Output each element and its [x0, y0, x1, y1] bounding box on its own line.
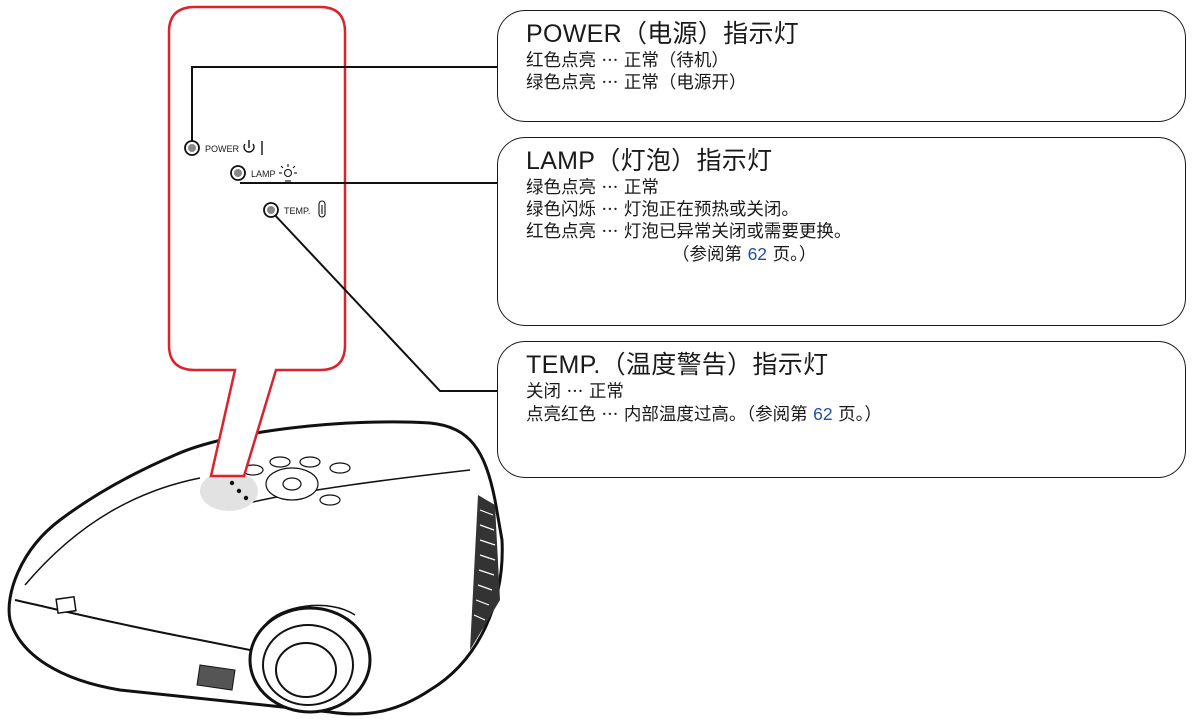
- projector-illustration: [7, 420, 504, 716]
- lamp-icon: [279, 164, 297, 182]
- leader-lines: [191, 66, 497, 392]
- reference-prefix: （参阅第: [672, 245, 748, 265]
- temp-callout-title: TEMP.（温度警告）指示灯: [526, 351, 829, 379]
- page-number-link[interactable]: 62: [813, 404, 833, 424]
- lamp-indicator-callout: LAMP（灯泡）指示灯 绿色点亮 ··· 正常 绿色闪烁 ··· 灯泡正在预热或…: [497, 137, 1186, 326]
- power-callout-line: 红色点亮 ··· 正常（待机）: [526, 51, 729, 71]
- thermometer-icon: [318, 200, 326, 218]
- power-panel-label: POWER: [205, 144, 240, 154]
- magnifier-highlight: [167, 5, 347, 478]
- reference-suffix: 页。）: [832, 405, 882, 425]
- power-callout-title: POWER（电源）指示灯: [526, 20, 800, 48]
- page-number-link[interactable]: 62: [747, 244, 768, 264]
- temp-warning-text: 点亮红色 ··· 内部温度过高。（参阅第: [526, 405, 814, 425]
- temp-indicator: TEMP.: [263, 200, 326, 218]
- temp-indicator-callout: TEMP.（温度警告）指示灯 关闭 ··· 正常 点亮红色 ··· 内部温度过高…: [497, 341, 1186, 478]
- lamp-callout-line: 绿色点亮 ··· 正常: [526, 178, 659, 198]
- lamp-callout-line: 绿色闪烁 ··· 灯泡正在预热或关闭。: [526, 200, 799, 220]
- lamp-page-reference: （参阅第 62 页。）: [526, 243, 1185, 266]
- lamp-callout-title: LAMP（灯泡）指示灯: [526, 147, 773, 175]
- power-indicator-callout: POWER（电源）指示灯 红色点亮 ··· 正常（待机） 绿色点亮 ··· 正常…: [497, 10, 1186, 122]
- temp-panel-label: TEMP.: [284, 206, 310, 216]
- power-callout-line: 绿色点亮 ··· 正常（电源开）: [526, 73, 747, 93]
- temp-callout-line: 点亮红色 ··· 内部温度过高。（参阅第 62 页。）: [526, 403, 1185, 426]
- temp-callout-line: 关闭 ··· 正常: [526, 382, 624, 402]
- lamp-panel-label: LAMP: [251, 169, 276, 179]
- power-indicator: POWER: [184, 140, 263, 156]
- lamp-indicator: LAMP: [230, 164, 297, 182]
- power-icon: [243, 140, 263, 155]
- reference-suffix: 页。）: [767, 245, 817, 265]
- lamp-callout-line: 红色点亮 ··· 灯泡已异常关闭或需要更换。: [526, 222, 852, 242]
